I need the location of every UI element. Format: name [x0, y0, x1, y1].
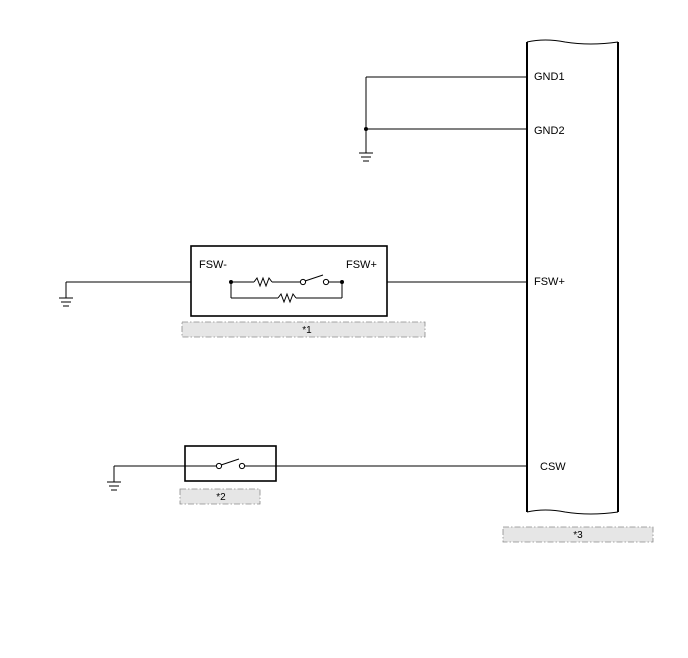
ref-label-component2: *2: [216, 492, 226, 503]
ground-icon: [59, 297, 73, 307]
terminal-label-fsw-plus: FSW+: [346, 259, 377, 271]
switch-blade-icon: [220, 458, 240, 466]
csw-switch: [185, 458, 276, 470]
switch-contact-icon: [215, 462, 223, 470]
pin-label-csw: CSW: [540, 461, 566, 473]
junction-dot: [229, 280, 233, 284]
pin-label-gnd1: GND1: [534, 71, 565, 83]
ref-box-component1: [181, 321, 426, 338]
pin-label-fsw-plus: FSW+: [534, 276, 565, 288]
switch-contact-icon: [299, 278, 307, 286]
junction-dot: [340, 280, 344, 284]
resistor-icon: [277, 292, 297, 304]
switch-contact-icon: [238, 462, 246, 470]
csw-wiring: [113, 465, 527, 482]
fsw-internal-circuit: [229, 274, 344, 304]
resistor-icon: [253, 276, 273, 288]
component-fsw-box: [190, 245, 388, 317]
ground-icon: [359, 152, 373, 162]
ref-label-ecu: *3: [573, 530, 583, 541]
ground-wiring: [364, 76, 527, 153]
switch-contact-icon: [322, 278, 330, 286]
ref-box-ecu: [502, 526, 654, 543]
ref-box-component2: [179, 488, 261, 505]
ecu-body: [526, 39, 619, 515]
component-csw-box: [184, 445, 277, 482]
pin-label-gnd2: GND2: [534, 125, 565, 137]
terminal-label-fsw-minus: FSW-: [199, 259, 227, 271]
junction-dot: [364, 127, 368, 131]
ref-label-component1: *1: [302, 325, 312, 336]
switch-blade-icon: [304, 274, 324, 282]
ground-icon: [107, 481, 121, 491]
